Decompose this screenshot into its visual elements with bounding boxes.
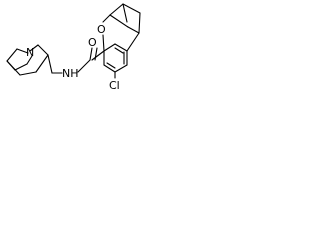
bond [26, 55, 33, 65]
atom-n-bridgehead: N [26, 46, 34, 59]
bond [103, 43, 116, 52]
bond [106, 62, 116, 69]
bond [35, 54, 49, 73]
benzene-ring [103, 43, 128, 73]
bond [122, 3, 141, 14]
bond [127, 26, 140, 34]
bond [29, 44, 39, 52]
bond [122, 3, 128, 23]
structure-canvas: N NH O O Cl [6, 3, 141, 92]
bicyclic-ether-cage [102, 3, 141, 52]
bond [6, 48, 18, 62]
quinuclidine-cage [6, 44, 53, 76]
bond [19, 71, 37, 76]
bond [47, 54, 53, 74]
bond [109, 14, 129, 28]
bond [138, 12, 141, 34]
bond [126, 32, 140, 52]
bond [6, 60, 16, 71]
bond [91, 50, 105, 61]
atom-o-ring: O [97, 23, 106, 36]
atom-o-carbonyl: O [88, 36, 97, 49]
atom-nh: NH [62, 67, 79, 80]
bond [14, 63, 28, 71]
bond [37, 44, 49, 56]
bond [77, 59, 91, 73]
bond [89, 47, 93, 61]
bond [114, 64, 128, 73]
bond [16, 48, 29, 54]
bond [114, 47, 124, 54]
bond [103, 64, 116, 73]
bond [102, 14, 111, 23]
bond [102, 34, 105, 52]
atom-cl: Cl [109, 79, 120, 92]
bond [109, 3, 124, 16]
bond [114, 43, 128, 52]
amide-linkage [51, 47, 105, 74]
